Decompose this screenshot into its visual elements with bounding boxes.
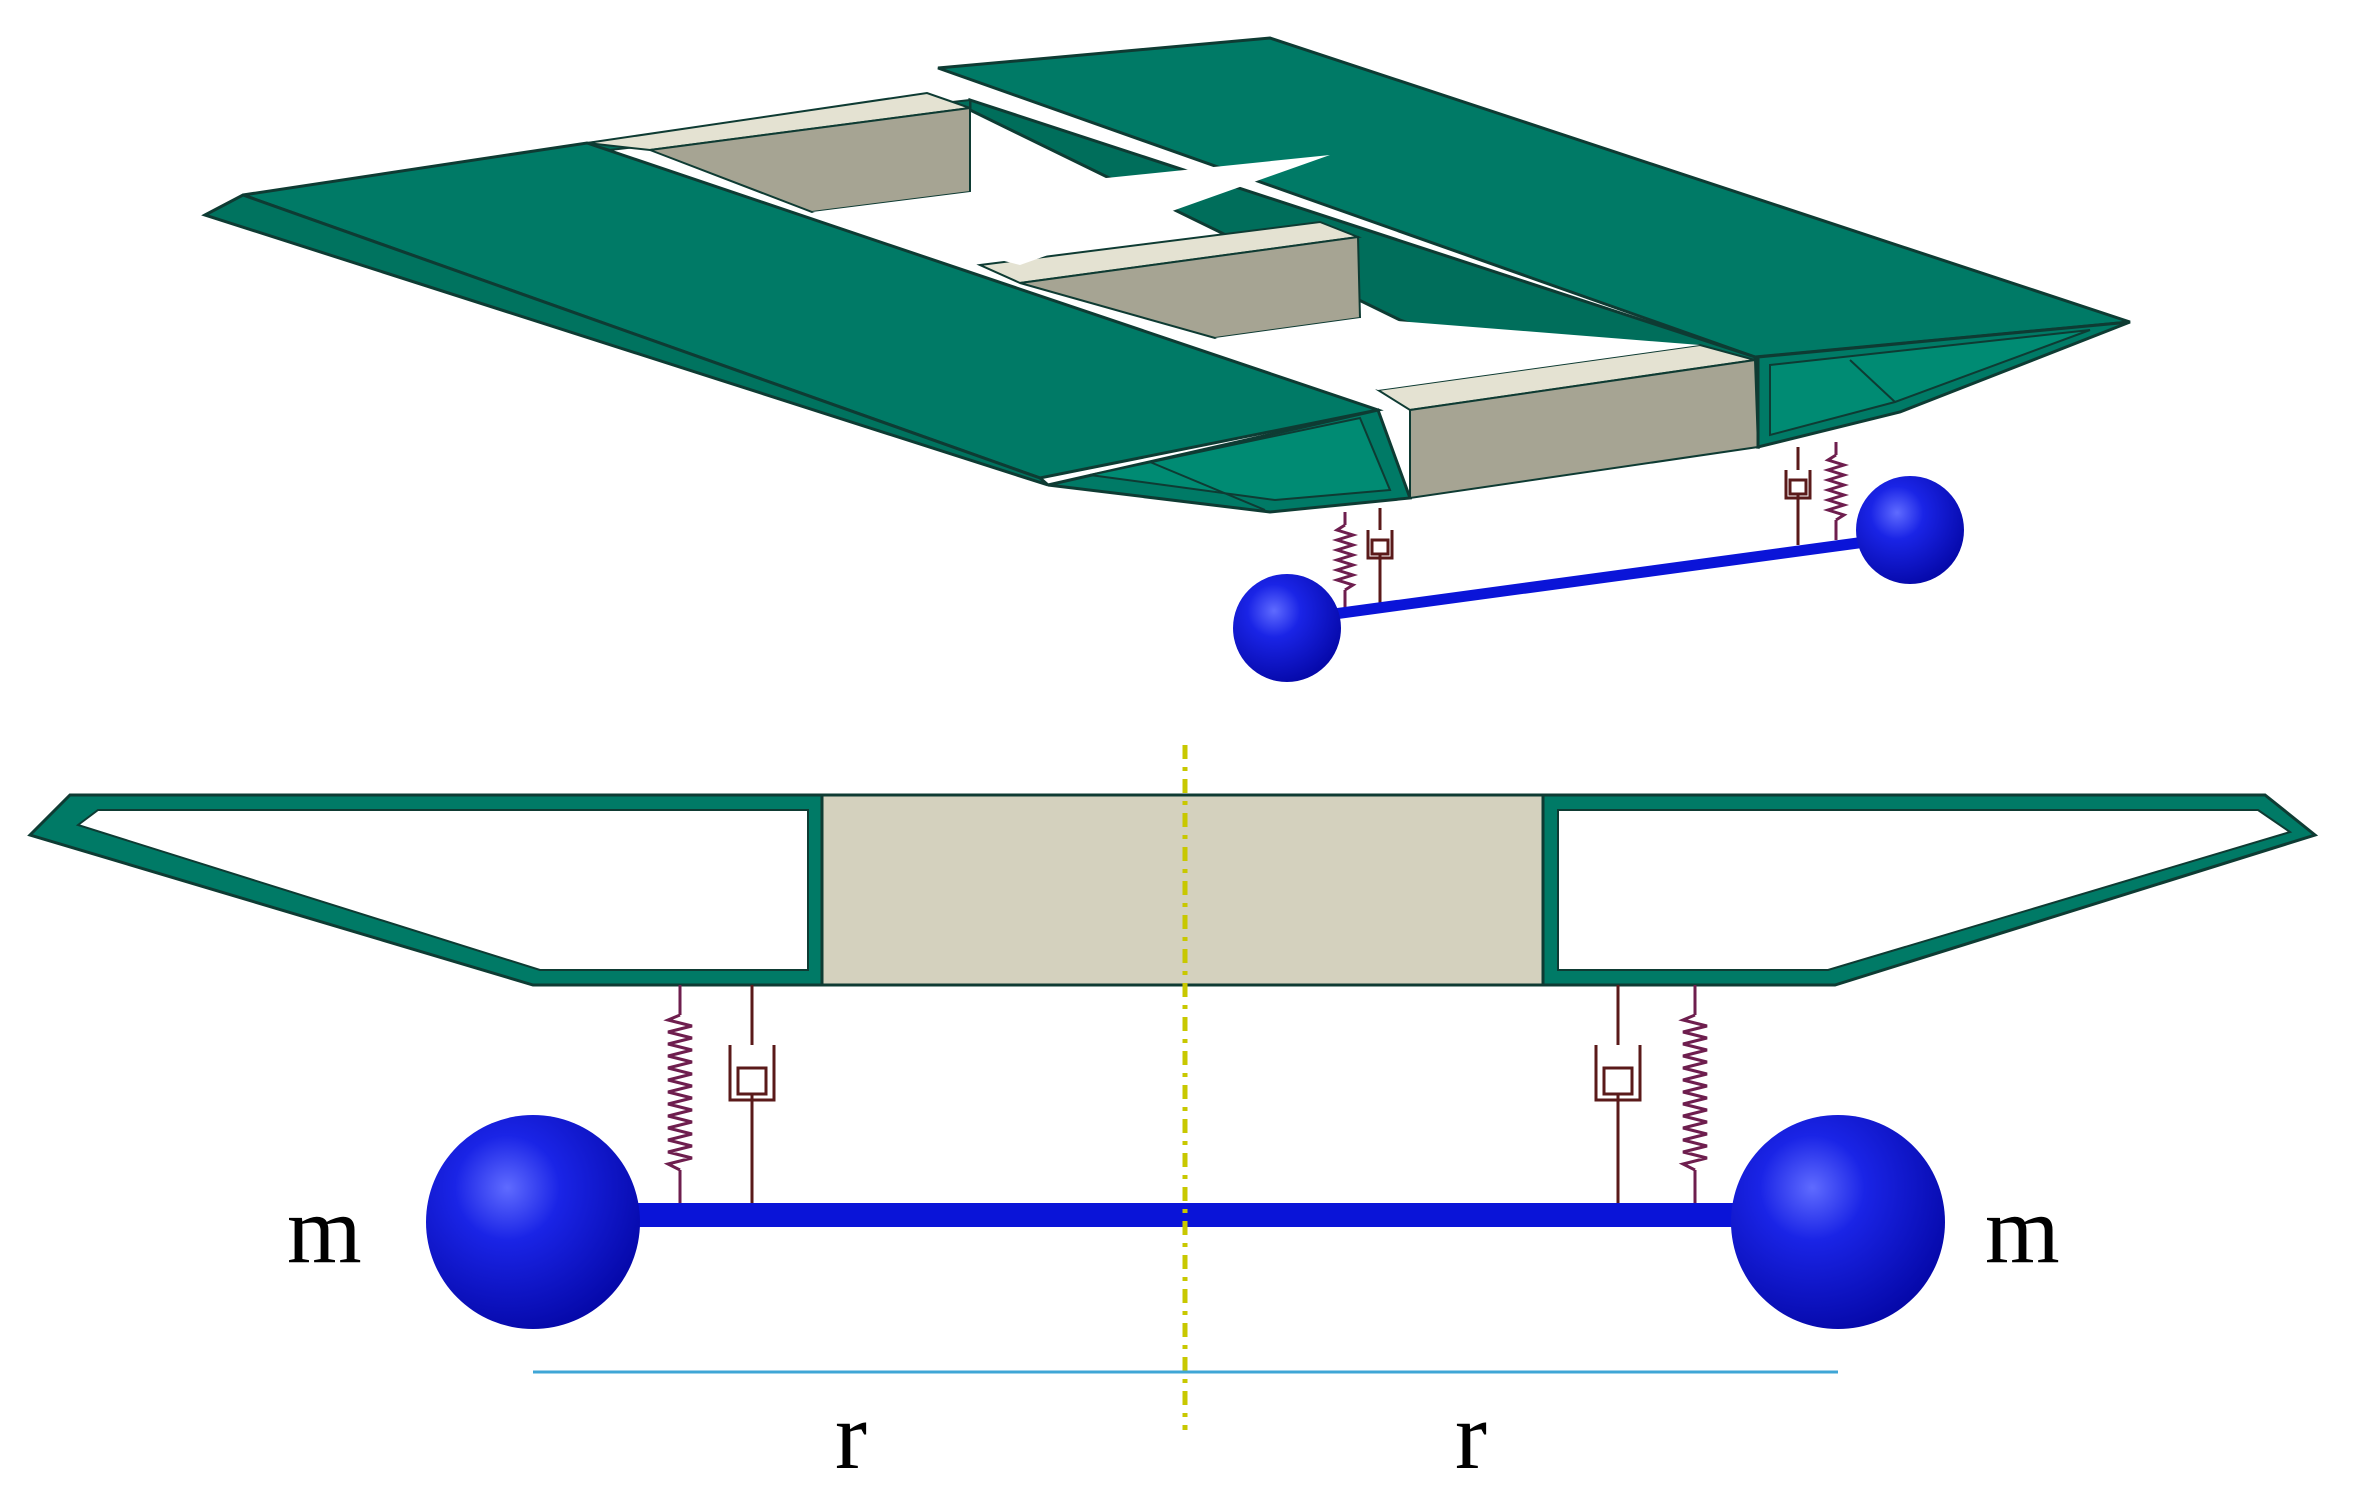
- mass-label-left: m: [287, 1176, 362, 1283]
- iso-damper-left: [1366, 508, 1394, 608]
- damper-right-icon: [1594, 985, 1642, 1205]
- section-left-girder-hollow: [75, 809, 809, 971]
- left-girder-flange: [201, 193, 1049, 487]
- isometric-view: [201, 36, 2131, 682]
- mass-right-icon: [1731, 1115, 1945, 1329]
- spring-right-icon: [1678, 985, 1708, 1205]
- iso-mass-right-icon: [1856, 476, 1964, 584]
- radius-label-left: r: [835, 1382, 867, 1489]
- iso-axle: [1284, 534, 1886, 626]
- deck-opening-near: [1215, 318, 1700, 390]
- section-right-girder-hollow: [1557, 809, 2293, 971]
- section-axle: [620, 1203, 1760, 1227]
- radius-label-right: r: [1455, 1382, 1487, 1489]
- deck-opening-far: [812, 155, 1330, 265]
- cross-section-view: m m r r: [27, 745, 2319, 1489]
- left-girder-end-inner: [1089, 416, 1392, 502]
- damper-left-icon: [728, 985, 776, 1205]
- iso-mass-left-icon: [1233, 574, 1341, 682]
- spring-left-icon: [663, 985, 693, 1205]
- iso-damper-right: [1784, 447, 1812, 545]
- mass-left-icon: [426, 1115, 640, 1329]
- iso-spring-right: [1822, 442, 1850, 540]
- iso-spring-left: [1331, 512, 1359, 615]
- mass-label-right: m: [1985, 1176, 2060, 1283]
